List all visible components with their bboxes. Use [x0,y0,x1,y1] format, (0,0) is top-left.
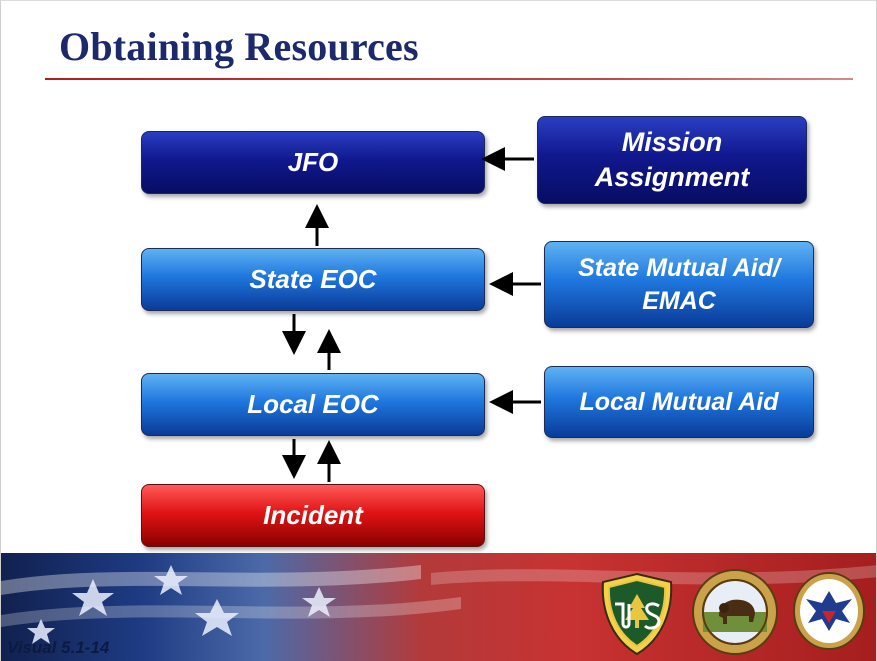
local-mutual-aid-box: Local Mutual Aid [544,366,814,438]
jfo-label: JFO [287,146,339,177]
jfo-box: JFO [141,131,485,194]
local-mutual-aid-label: Local Mutual Aid [579,387,779,416]
mission-assignment-box: Mission Assignment [537,116,807,204]
mission-assignment-line-2: Assignment [594,162,750,192]
title-underline [45,78,853,80]
interior-seal-icon [692,569,778,655]
mission-assignment-line-1: Mission [621,126,723,157]
state-mutual-aid-line-1: State Mutual Aid/ [578,254,780,282]
forest-service-shield-icon [601,572,673,656]
incident-box: Incident [141,484,485,547]
state-eoc-box: State EOC [141,248,485,311]
local-eoc-label: Local EOC [247,388,379,419]
slide-title: Obtaining Resources [59,24,419,69]
local-eoc-box: Local EOC [141,373,485,436]
flag-stars-icon [1,565,876,644]
state-mutual-aid-box: State Mutual Aid/ EMAC [544,241,814,328]
state-eoc-label: State EOC [249,263,377,294]
visual-number: Visual 5.1-14 [7,638,110,657]
state-mutual-aid-line-2: EMAC [642,286,716,315]
incident-label: Incident [263,499,363,530]
homeland-security-seal-icon [793,572,865,650]
